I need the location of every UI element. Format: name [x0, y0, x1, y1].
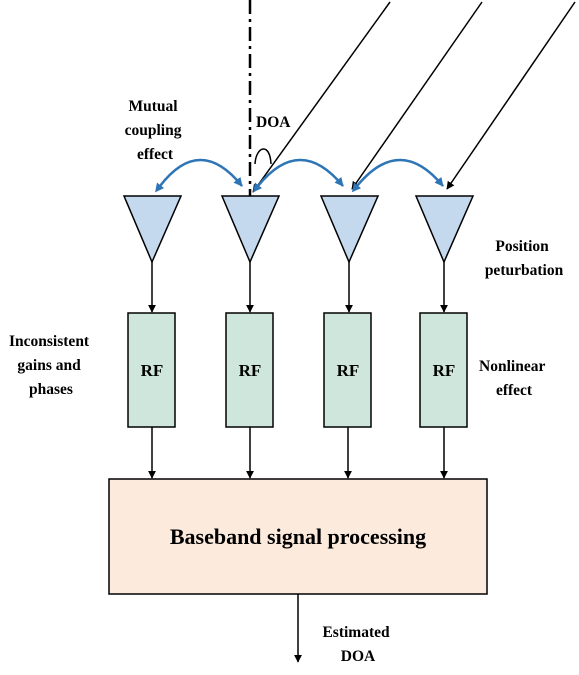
doa-label: DOA: [256, 114, 291, 131]
antenna-3: [319, 195, 380, 264]
inconsistent-gains-label: Inconsistent gains and phases: [9, 333, 93, 398]
coupling-arrow-2: [252, 158, 344, 193]
mutual-coupling-label: Mutual coupling effect: [125, 98, 186, 163]
antenna-4: [414, 195, 475, 264]
coupling-arrow-1: [155, 158, 243, 193]
position-perturbation-label: Position peturbation: [485, 238, 564, 279]
incident-ray-1: [252, 1, 391, 193]
incident-ray-3: [446, 1, 576, 190]
baseband-block: [108, 478, 488, 595]
rf-label-2: RF: [239, 361, 262, 380]
rf-block-3: [323, 312, 372, 428]
nonlinear-label: Nonlinear effect: [479, 358, 549, 399]
doa-angle-arc: [254, 148, 272, 165]
coupling-arrow-3: [351, 158, 444, 193]
antenna-1: [122, 195, 183, 264]
baseband-label: Baseband signal processing: [170, 524, 426, 549]
rf-label-1: RF: [141, 361, 164, 380]
incident-ray-2: [351, 1, 483, 190]
rf-block-1: [127, 312, 176, 428]
rf-label-4: RF: [433, 361, 456, 380]
rf-block-2: [225, 312, 274, 428]
estimated-doa-label: Estimated DOA: [322, 624, 393, 665]
antenna-2: [220, 195, 281, 264]
rf-label-3: RF: [337, 361, 360, 380]
